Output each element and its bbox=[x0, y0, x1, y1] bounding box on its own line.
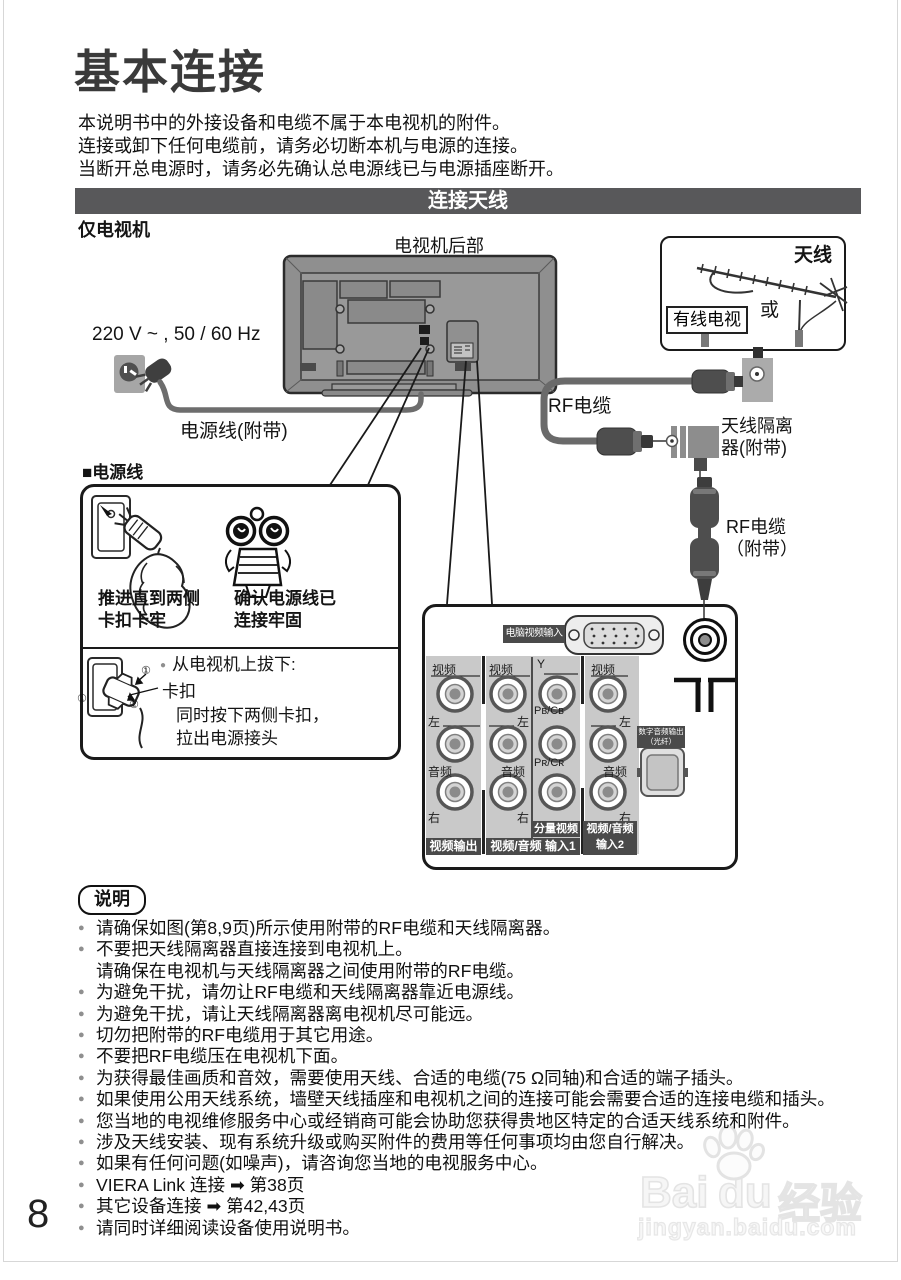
note-item: 不要把RF电缆压在电视机下面。 bbox=[78, 1046, 896, 1068]
note-item: 如果使用公用天线系统，墙壁天线插座和电视机之间的连接可能会需要合适的连接电缆和插… bbox=[78, 1089, 896, 1111]
jack-label-audio-2: 音频 bbox=[501, 765, 526, 779]
note-item: 不要把天线隔离器直接连接到电视机上。 bbox=[78, 939, 896, 961]
component-video-label: 分量视频 bbox=[532, 821, 580, 837]
rf-cable-vertical-illustration bbox=[690, 477, 719, 621]
rf-cable-supplied-label: RF电缆 （附带） bbox=[726, 517, 798, 559]
jack-label-audio-4: 音频 bbox=[603, 765, 628, 779]
tv-only-label: 仅电视机 bbox=[78, 220, 150, 240]
unplug-step-2: 拉出电源接头 bbox=[176, 729, 278, 748]
jack-label-y: Y bbox=[537, 657, 546, 671]
note-item: 为避免干扰，请勿让RF电缆和天线隔离器靠近电源线。 bbox=[78, 982, 896, 1004]
jack-label-pr: Pʀ/Cʀ bbox=[534, 757, 565, 769]
antenna-label: 天线 bbox=[794, 245, 833, 266]
av-input1-label: 视频/音频 输入1 bbox=[486, 838, 580, 855]
connector-panel-box bbox=[422, 604, 738, 870]
power-cord-heading: ■电源线 bbox=[82, 463, 144, 482]
pc-video-input-label: 电脑视频输入 bbox=[503, 625, 565, 643]
page-edge-left bbox=[3, 0, 4, 1262]
rf-cable-label: RF电缆 bbox=[548, 396, 612, 417]
jack-label-audio-1: 音频 bbox=[428, 765, 453, 779]
intro-line-1: 本说明书中的外接设备和电缆不属于本电视机的附件。 bbox=[78, 113, 510, 133]
note-item: 为避免干扰，请让天线隔离器离电视机尽可能远。 bbox=[78, 1004, 896, 1026]
jack-label-right-1: 右 bbox=[428, 811, 441, 825]
note-item: 如果有任何问题(如噪声)，请咨询您当地的电视服务中心。 bbox=[78, 1153, 896, 1175]
power-cord-box bbox=[80, 484, 401, 760]
tv-terminal-area bbox=[446, 320, 479, 363]
note-item: 您当地的电视维修服务中心或经销商可能会协助您获得贵地区特定的合适天线系统和附件。 bbox=[78, 1111, 896, 1133]
clip-label: 卡扣 bbox=[162, 682, 196, 701]
video-out-label: 视频输出 bbox=[426, 838, 481, 855]
jack-label-pb: Pʙ/Cʙ bbox=[534, 705, 565, 717]
notes-heading: 说明 bbox=[78, 885, 146, 915]
av-input2-label: 视频/音频 输入2 bbox=[583, 821, 637, 855]
clip-number-2: ② bbox=[129, 699, 139, 711]
note-item-viera-link: VIERA Link 连接 ➡ 第38页 bbox=[78, 1175, 896, 1197]
jack-label-left-2: 左 bbox=[517, 715, 530, 729]
wall-plate-illustration bbox=[742, 347, 773, 402]
power-plug-illustration bbox=[114, 355, 424, 413]
unplug-step-1: 同时按下两侧卡扣， bbox=[176, 706, 329, 725]
page-edge-bottom bbox=[3, 1261, 898, 1262]
page-title: 基本连接 bbox=[74, 46, 266, 98]
page-number: 8 bbox=[27, 1192, 50, 1236]
note-item: 请确保如图(第8,9页)所示使用附带的RF电缆和天线隔离器。 bbox=[78, 918, 896, 940]
note-item: 切勿把附带的RF电缆用于其它用途。 bbox=[78, 1025, 896, 1047]
jack-label-video-2: 视频 bbox=[489, 663, 514, 677]
note-item: 涉及天线安装、现有系统升级或购买附件的费用等任何事项均由您自行解决。 bbox=[78, 1132, 896, 1154]
cable-tv-text: 有线电视 bbox=[673, 310, 741, 329]
page-edge-right bbox=[897, 0, 898, 1262]
notes-list: 请确保如图(第8,9页)所示使用附带的RF电缆和天线隔离器。 不要把天线隔离器直… bbox=[78, 918, 896, 1240]
note-item-continuation: 请确保在电视机与天线隔离器之间使用附带的RF电缆。 bbox=[96, 960, 525, 981]
confirm-caption: 确认电源线已 连接牢固 bbox=[234, 589, 336, 630]
clip-number-1a: ① bbox=[141, 665, 151, 677]
clip-number-1b: ① bbox=[77, 693, 87, 705]
note-item-other-devices: 其它设备连接 ➡ 第42,43页 bbox=[78, 1196, 896, 1218]
digital-audio-out-label: 数字音频输出 （光纤） bbox=[637, 726, 685, 748]
jack-label-left-1: 左 bbox=[428, 715, 441, 729]
push-caption: 推进直到两侧 卡扣卡牢 bbox=[98, 589, 200, 630]
note-item: 请同时详细阅读设备使用说明书。 bbox=[78, 1218, 896, 1240]
power-cord-label: 电源线(附带) bbox=[180, 421, 288, 442]
jack-label-video-4: 视频 bbox=[591, 663, 616, 677]
note-item: 为获得最佳画质和音效，需要使用天线、合适的电缆(75 Ω同轴)和合适的端子插头。 bbox=[78, 1068, 896, 1090]
section-banner: 连接天线 bbox=[75, 188, 861, 214]
or-label: 或 bbox=[760, 300, 780, 321]
tv-back-illustration bbox=[282, 254, 558, 397]
isolator-label: 天线隔离 器(附带) bbox=[721, 416, 793, 458]
jack-label-video-1: 视频 bbox=[432, 663, 457, 677]
jack-label-left-4: 左 bbox=[619, 715, 632, 729]
antenna-isolator-illustration bbox=[665, 426, 719, 477]
tv-back-label: 电视机后部 bbox=[394, 236, 484, 256]
intro-line-2: 连接或卸下任何电缆前，请务必切断本机与电源的连接。 bbox=[78, 136, 528, 156]
intro-paragraph: 本说明书中的外接设备和电缆不属于本电视机的附件。 连接或卸下任何电缆前，请务必切… bbox=[78, 112, 564, 181]
cable-tv-label: 有线电视 bbox=[666, 306, 748, 334]
power-spec-label: 220 V ~ , 50 / 60 Hz bbox=[92, 324, 261, 345]
unplug-title: 从电视机上拔下: bbox=[160, 650, 296, 675]
intro-line-3: 当断开总电源时，请务必先确认总电源线已与电源插座断开。 bbox=[78, 159, 564, 179]
jack-label-right-2: 右 bbox=[517, 811, 530, 825]
power-box-divider bbox=[83, 647, 398, 649]
